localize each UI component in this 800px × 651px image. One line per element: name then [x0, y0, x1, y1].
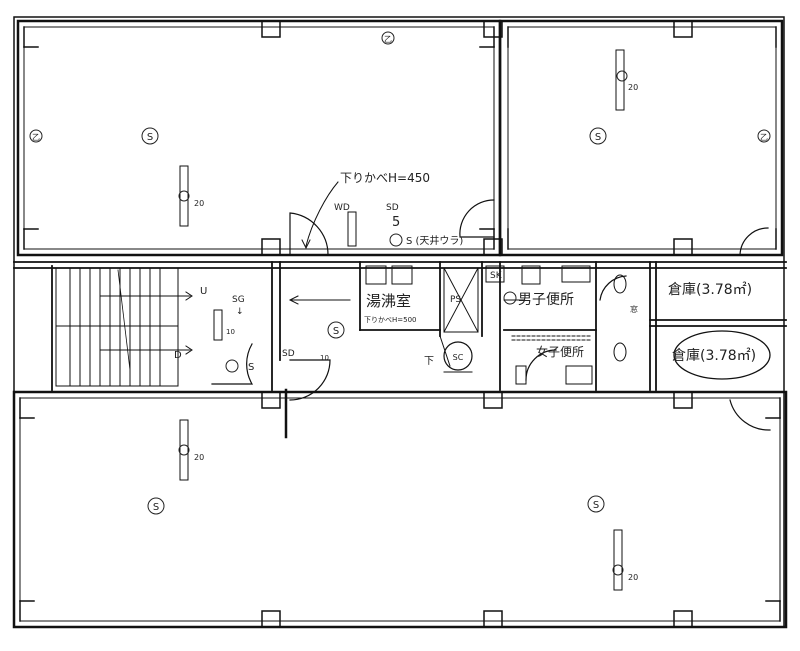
detector-marker-icon: [178, 444, 190, 456]
detector-value: 20: [628, 573, 638, 582]
sd2-label: SD: [282, 349, 295, 359]
smoke-detector-icon: [327, 321, 345, 339]
hall-s-label: S: [248, 362, 254, 373]
elevator-hall-mark: S: [333, 326, 339, 337]
smoke-detector-icon: [141, 127, 159, 145]
detector-marker-icon: [503, 291, 517, 305]
room-top-left: [16, 19, 502, 257]
wd-label: WD: [334, 203, 350, 213]
window-mark: 窓: [630, 304, 638, 314]
zone-top: 乙: [384, 35, 392, 44]
detector-marker-icon: [389, 233, 403, 247]
zone-marker-icon: [757, 129, 771, 143]
sd-label: SD: [386, 203, 399, 213]
sg-label: SG: [232, 295, 245, 305]
sk-label: SK: [490, 271, 503, 281]
detector-marker-icon: [178, 190, 190, 202]
room-bottom: [12, 390, 788, 629]
fixtures: [365, 265, 627, 385]
smoke-ceiling-note: S (天井ウラ): [406, 234, 463, 247]
hall-number: 10: [226, 328, 235, 336]
room-bottom-left-mark: S: [153, 502, 159, 513]
doors: [211, 199, 771, 431]
zone-left: 乙: [32, 133, 40, 142]
detector-marker-icon: [616, 70, 628, 82]
zone-marker-icon: [381, 31, 395, 45]
detector-marker-icon: [225, 359, 239, 373]
womens-toilet-label: 女子便所: [536, 344, 584, 359]
ps-label: PS: [450, 295, 461, 305]
detector-value: 20: [194, 453, 204, 462]
mens-toilet-label: 男子便所: [518, 292, 574, 308]
storage-1-label: 倉庫(3.78㎡): [668, 281, 752, 298]
detector-value: 20: [628, 83, 638, 92]
sc-symbol: [443, 341, 473, 371]
sg-arrow: ↓: [236, 307, 244, 317]
smoke-detector-icon: [147, 497, 165, 515]
storage-2-highlight: [673, 330, 771, 380]
zone-marker-icon: [29, 129, 43, 143]
detector-marker-icon: [612, 564, 624, 576]
detector-bars: [179, 49, 625, 591]
sc-label: SC: [453, 353, 464, 362]
detector-value: 20: [194, 199, 204, 208]
smoke-detector-icon: [587, 495, 605, 513]
room-top-right: [498, 19, 784, 257]
sd2-number: 10: [320, 354, 329, 362]
room-bottom-right-mark: S: [593, 500, 599, 511]
stairs-up: U: [200, 286, 207, 297]
storage-2-label: 倉庫(3.78㎡): [672, 347, 756, 364]
columns: [19, 20, 781, 628]
drop-wall-note: 下りかべH=450: [340, 171, 430, 185]
stairs-down: D: [174, 350, 182, 361]
room-top-right-mark: S: [595, 132, 601, 143]
zone-right: 乙: [760, 133, 768, 142]
smoke-detector-icon: [589, 127, 607, 145]
sd-number: 5: [392, 215, 400, 230]
lower-mark: 下: [424, 356, 434, 367]
kitchenette-label: 湯沸室: [366, 292, 411, 310]
beam-note: 下りかべH=500: [364, 316, 417, 324]
room-top-left-mark: S: [147, 132, 153, 143]
core-walls: [13, 261, 787, 439]
stairs: [55, 267, 193, 387]
